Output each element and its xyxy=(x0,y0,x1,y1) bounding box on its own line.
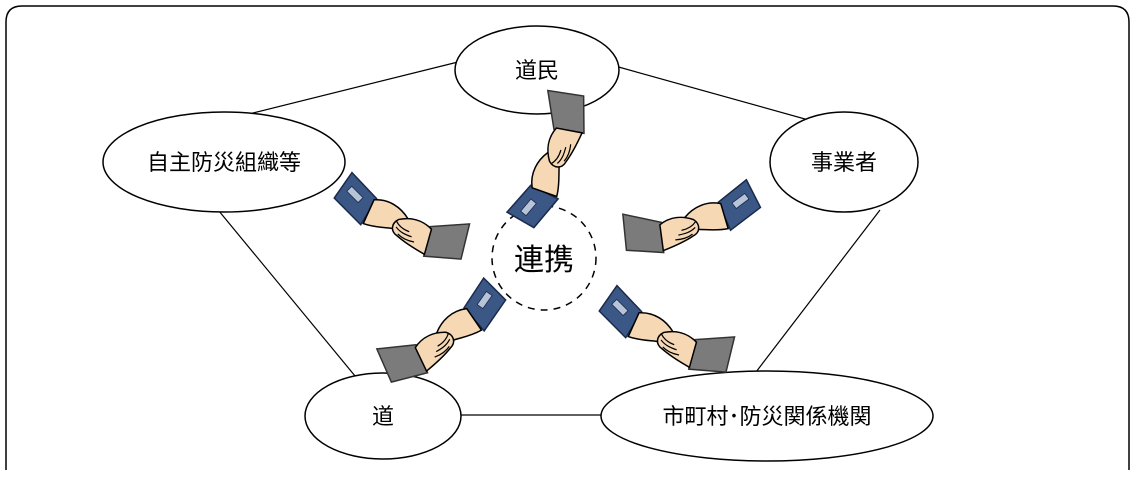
node-jishu-bousai-label: 自主防災組織等 xyxy=(147,151,301,176)
edge-doumin-jishu xyxy=(232,61,459,119)
handshake-icon xyxy=(368,273,519,392)
handshake-icon xyxy=(590,282,742,383)
node-shichouson: 市町村･防災関係機関 xyxy=(600,370,934,462)
handshake-icon xyxy=(616,177,767,261)
edge-jigyousha-shichouson xyxy=(755,209,881,373)
node-doumin: 道民 xyxy=(454,25,620,115)
edge-jishu-dou xyxy=(213,204,361,383)
node-doumin-label: 道民 xyxy=(515,59,559,84)
center-label: 連携 xyxy=(514,243,574,278)
center-cooperation: 連携 xyxy=(491,205,597,311)
node-dou: 道 xyxy=(304,372,462,460)
node-dou-label: 道 xyxy=(372,405,394,430)
node-jigyousha-label: 事業者 xyxy=(811,151,877,176)
node-shichouson-label: 市町村･防災関係機関 xyxy=(662,405,871,430)
node-jishu-bousai: 自主防災組織等 xyxy=(102,111,346,213)
node-jigyousha: 事業者 xyxy=(769,111,919,213)
edge-doumin-jigyousha xyxy=(614,65,831,127)
outer-frame xyxy=(5,5,1130,470)
handshake-icon xyxy=(325,169,477,270)
